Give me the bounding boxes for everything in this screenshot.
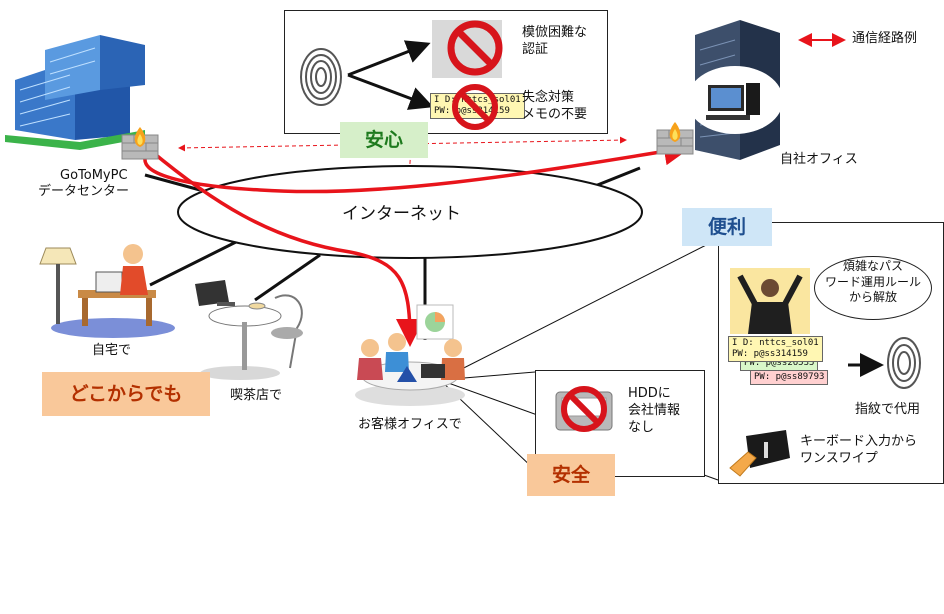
customer-label: お客様オフィスで <box>358 417 462 432</box>
datacenter-label-2: データセンター <box>38 184 130 199</box>
cafe-label: 喫茶店で <box>230 388 283 403</box>
home-to-internet-line <box>149 233 251 287</box>
office-to-internet-line <box>594 166 641 188</box>
internet-label: インターネット <box>342 204 461 224</box>
cafe-table-icon <box>185 278 310 383</box>
password-card-2-line1: PW: p@ss26535 <box>744 358 815 368</box>
security-item2-line2: メモの不要 <box>522 107 588 122</box>
password-card-1-line2: PW: p@ss314159 <box>732 348 808 359</box>
prohibit-icon <box>445 18 505 78</box>
legend-label: 通信経路例 <box>852 31 918 46</box>
anshin-badge: 安心 <box>340 122 428 158</box>
home-label: 自宅で <box>92 343 132 358</box>
happy-man-icon <box>730 268 810 334</box>
hdd-label-1: HDDに <box>628 386 671 401</box>
route-dc-to-customer <box>148 148 424 347</box>
hdd-label-2: 会社情報 <box>628 403 681 418</box>
customer-meeting-icon <box>345 300 475 410</box>
office-building-icon <box>680 15 790 165</box>
fingerprint-label: 指紋で代用 <box>855 402 921 417</box>
connector-convenience <box>439 237 721 381</box>
route-dc-to-office <box>143 137 692 194</box>
keyboard-label-1: キーボード入力から <box>800 434 918 449</box>
security-item1-line2: 認証 <box>522 42 549 57</box>
dc-to-internet-line <box>144 173 201 192</box>
home-desk-icon <box>38 240 188 340</box>
password-card-3: PW: p@ss89793 <box>750 370 829 385</box>
datacenter-building-icon <box>5 30 155 150</box>
prohibit-icon-2 <box>450 82 500 132</box>
id-memo-line1: I D: nttcs_sol01 <box>434 95 521 105</box>
datacenter-label-1: GoToMyPC <box>60 168 128 183</box>
internet-ellipse <box>177 165 643 259</box>
fingerprint-icon <box>296 45 346 109</box>
bubble-line3: から解放 <box>848 290 897 305</box>
benri-badge: 便利 <box>682 208 772 246</box>
hdd-icon <box>552 384 616 434</box>
anzen-badge: 安全 <box>527 454 615 496</box>
hdd-label-3: なし <box>628 420 655 435</box>
swipe-reader-icon <box>726 428 792 482</box>
firewall-icon <box>120 125 160 161</box>
fingerprint-icon-2 <box>884 334 924 392</box>
office-label: 自社オフィス <box>780 152 858 167</box>
cafe-to-internet-line <box>254 253 321 302</box>
relief-speech-bubble: 煩雑なパス ワード運用ルール から解放 <box>814 256 932 320</box>
keyboard-label-2: ワンスワイプ <box>800 451 878 466</box>
password-card-3-line1: PW: p@ss89793 <box>754 372 825 382</box>
anywhere-badge: どこからでも <box>42 372 210 416</box>
bubble-line1: 煩雑なパス <box>842 259 903 273</box>
security-item1-line1: 模倣困難な <box>522 25 588 40</box>
password-card-1: I D: nttcs_sol01 PW: p@ss314159 <box>728 336 823 362</box>
office-firewall-icon <box>655 120 695 156</box>
password-card-1-line1: I D: nttcs_sol01 <box>732 338 819 348</box>
security-item2-line1: 失念対策 <box>522 90 575 105</box>
bubble-line2: ワード運用ルール <box>824 274 921 289</box>
id-memo-line2: PW: p@ss314159 <box>434 105 510 116</box>
